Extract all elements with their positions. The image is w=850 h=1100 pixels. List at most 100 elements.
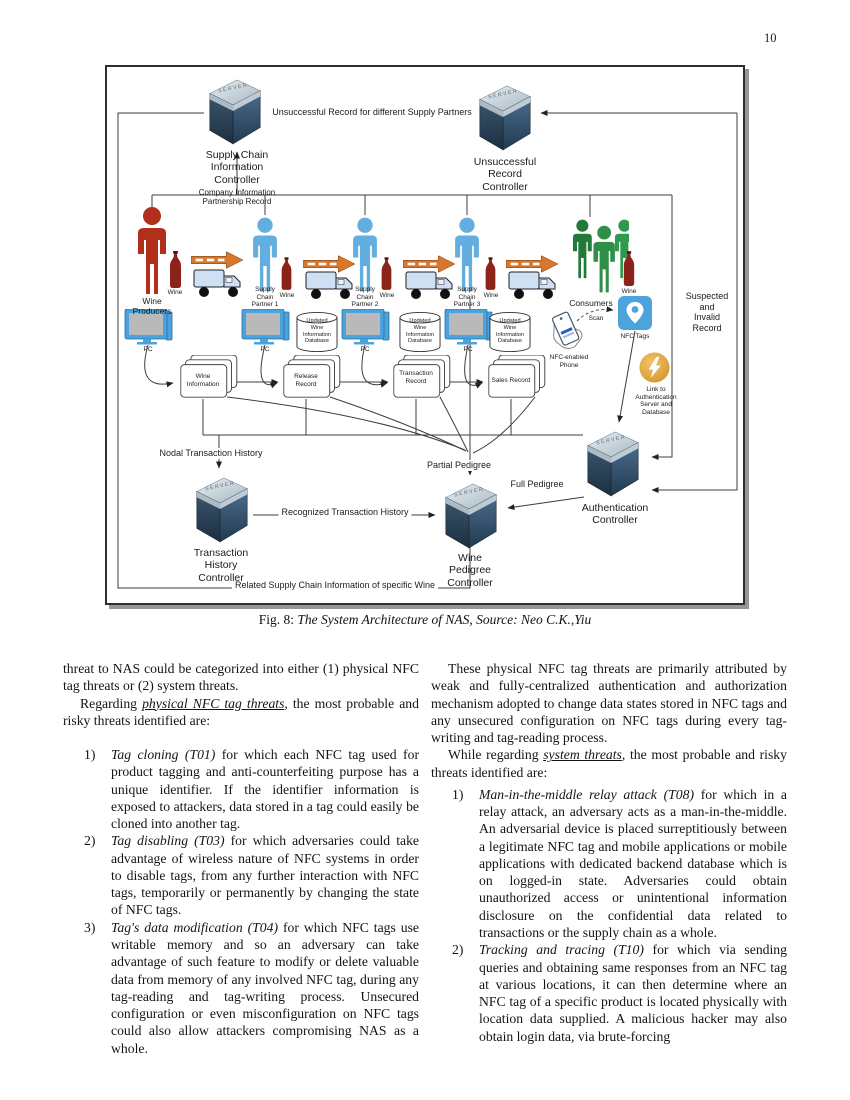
paragraph: These physical NFC tag threats are prima… xyxy=(431,661,787,746)
label-partial-pedigree: Partial Pedigree xyxy=(423,460,495,471)
truck-icon xyxy=(193,267,245,299)
caption-prefix: Fig. 8: xyxy=(258,612,298,627)
label-nodal-transaction-history: Nodal Transaction History xyxy=(156,448,266,459)
wine-bottle-icon xyxy=(379,257,394,291)
label-transaction-history-controller: Transaction History Controller xyxy=(193,547,249,584)
label-nfc-tags: NFC Tags xyxy=(620,333,650,340)
text-run: for which each NFC tag used for product … xyxy=(111,747,419,832)
threat-list-physical: 1) Tag cloning (T01) for which each NFC … xyxy=(63,746,419,1057)
text-run: for which in a relay attack, an adversar… xyxy=(479,786,788,940)
list-item: 1) Man-in-the-middle relay attack (T08) … xyxy=(431,786,787,941)
threat-name: Man-in-the-middle relay attack (T08) xyxy=(479,786,695,802)
wine-bottle-icon xyxy=(621,251,637,287)
list-item: 2) Tag disabling (T03) for which adversa… xyxy=(63,832,419,918)
item-body: Tracking and tracing (T10) for which via… xyxy=(479,941,787,1045)
figure-system-architecture: Unsuccessful Record for different Supply… xyxy=(105,65,745,605)
label-pc: PC xyxy=(360,346,370,353)
item-body: Man-in-the-middle relay attack (T08) for… xyxy=(479,786,787,941)
list-item: 2) Tracking and tracing (T10) for which … xyxy=(431,941,787,1045)
list-item: 3) Tag's data modification (T04) for whi… xyxy=(63,919,419,1057)
label-nfc-enabled-phone: NFC-enabled Phone xyxy=(549,354,589,369)
label-wine: Wine xyxy=(621,288,637,295)
item-number: 2) xyxy=(452,942,464,958)
server-icon-transaction-history xyxy=(191,471,253,545)
partner1-icon xyxy=(248,213,282,297)
label-full-pedigree: Full Pedigree xyxy=(507,479,567,490)
server-icon-wine-pedigree xyxy=(440,477,502,551)
right-column: These physical NFC tag threats are prima… xyxy=(431,660,787,1045)
label-suspected-invalid-record: Suspected and Invalid Record xyxy=(685,291,729,333)
label-updated-wine-db: Updated Wine Information Database xyxy=(406,318,434,345)
item-number: 2) xyxy=(84,833,96,849)
label-sales-record: Sales Record xyxy=(491,377,531,384)
server-icon-supply-chain-info xyxy=(204,73,266,147)
pc-icon xyxy=(340,309,390,345)
label-related-supply-chain-info: Related Supply Chain Information of spec… xyxy=(231,580,439,591)
label-wine-pedigree-controller: Wine Pedigree Controller xyxy=(447,552,493,589)
label-supply-chain-partner1: Supply Chain Partner 1 xyxy=(251,286,279,309)
wine-bottle-icon xyxy=(483,257,498,291)
threat-list-system: 1) Man-in-the-middle relay attack (T08) … xyxy=(431,786,787,1045)
label-wine: Wine xyxy=(279,292,295,299)
label-unsuccessful-record-controller: Unsuccessful Record Controller xyxy=(473,156,537,193)
pc-icon xyxy=(443,309,493,345)
label-link-to-auth: Link to Authentication Server and Databa… xyxy=(635,386,677,416)
label-pc: PC xyxy=(143,346,153,353)
label-consumers: Consumers xyxy=(569,298,613,308)
item-body: Tag cloning (T01) for which each NFC tag… xyxy=(111,746,419,832)
text-run: , the most probable and risky threats id… xyxy=(63,695,419,728)
label-wine: Wine xyxy=(483,292,499,299)
item-body: Tag's data modification (T04) for which … xyxy=(111,919,419,1057)
label-release-record: Release Record xyxy=(294,373,318,388)
label-pc: PC xyxy=(463,346,473,353)
wine-bottle-icon xyxy=(167,251,184,289)
label-wine-information-record: Wine Information xyxy=(186,373,220,388)
item-number: 3) xyxy=(84,919,96,935)
page-number: 10 xyxy=(764,31,777,45)
label-pc: PC xyxy=(260,346,270,353)
consumers-group-icon xyxy=(553,215,629,299)
label-updated-wine-db: Updated Wine Information Database xyxy=(496,318,524,345)
text-run: , the most probable and risky threats id… xyxy=(431,747,787,780)
label-updated-wine-db: Updated Wine Information Database xyxy=(303,318,331,345)
threat-name: Tracking and tracing (T10) xyxy=(479,942,644,958)
label-supply-chain-partner3: Supply Chain Partner 3 xyxy=(453,286,481,309)
item-number: 1) xyxy=(452,786,464,802)
label-wine-producers: Wine Producers xyxy=(132,296,172,317)
item-number: 1) xyxy=(84,747,96,763)
paragraph: Regarding physical NFC tag threats, the … xyxy=(63,695,419,730)
label-authentication-controller: Authentication Controller xyxy=(581,502,649,527)
label-wine: Wine xyxy=(167,289,183,296)
threat-name: Tag cloning (T01) xyxy=(111,747,216,763)
truck-icon xyxy=(305,269,357,301)
label-recognized-transaction-history: Recognized Transaction History xyxy=(278,507,412,518)
threat-name: Tag disabling (T03) xyxy=(111,833,225,849)
label-unsuccessful-record-flow: Unsuccessful Record for different Supply… xyxy=(269,107,475,118)
wine-bottle-icon xyxy=(279,257,294,291)
paragraph: threat to NAS could be categorized into … xyxy=(63,661,419,694)
connector-lines xyxy=(117,110,738,589)
label-wine: Wine xyxy=(379,292,395,299)
figure-caption: Fig. 8: The System Architecture of NAS, … xyxy=(0,612,850,628)
pc-icon xyxy=(240,309,290,345)
label-company-partnership-record: Company Information Partnership Record xyxy=(198,188,276,207)
emphasized-phrase: system threats xyxy=(543,747,622,763)
text-run: for which NFC tags use writable memory a… xyxy=(111,919,419,1056)
lightning-link-icon xyxy=(638,351,671,384)
label-supply-chain-info-controller: Supply Chain Information Controller xyxy=(205,149,269,186)
truck-icon xyxy=(405,269,457,301)
server-icon-authentication xyxy=(582,425,644,499)
left-column: threat to NAS could be categorized into … xyxy=(63,660,419,1057)
text-run: for which adversaries could take advanta… xyxy=(111,833,419,918)
text-run: While regarding xyxy=(448,747,544,763)
item-body: Tag disabling (T03) for which adversarie… xyxy=(111,832,419,918)
server-icon-unsuccessful-record xyxy=(474,79,536,153)
threat-name: Tag's data modification (T04) xyxy=(111,919,279,935)
truck-icon xyxy=(508,269,560,301)
label-supply-chain-partner2: Supply Chain Partner 2 xyxy=(351,286,379,309)
emphasized-phrase: physical NFC tag threats xyxy=(142,695,285,711)
nfc-phone-icon xyxy=(551,311,583,349)
paragraph: While regarding system threats, the most… xyxy=(431,746,787,781)
nfc-tag-icon xyxy=(618,296,652,330)
